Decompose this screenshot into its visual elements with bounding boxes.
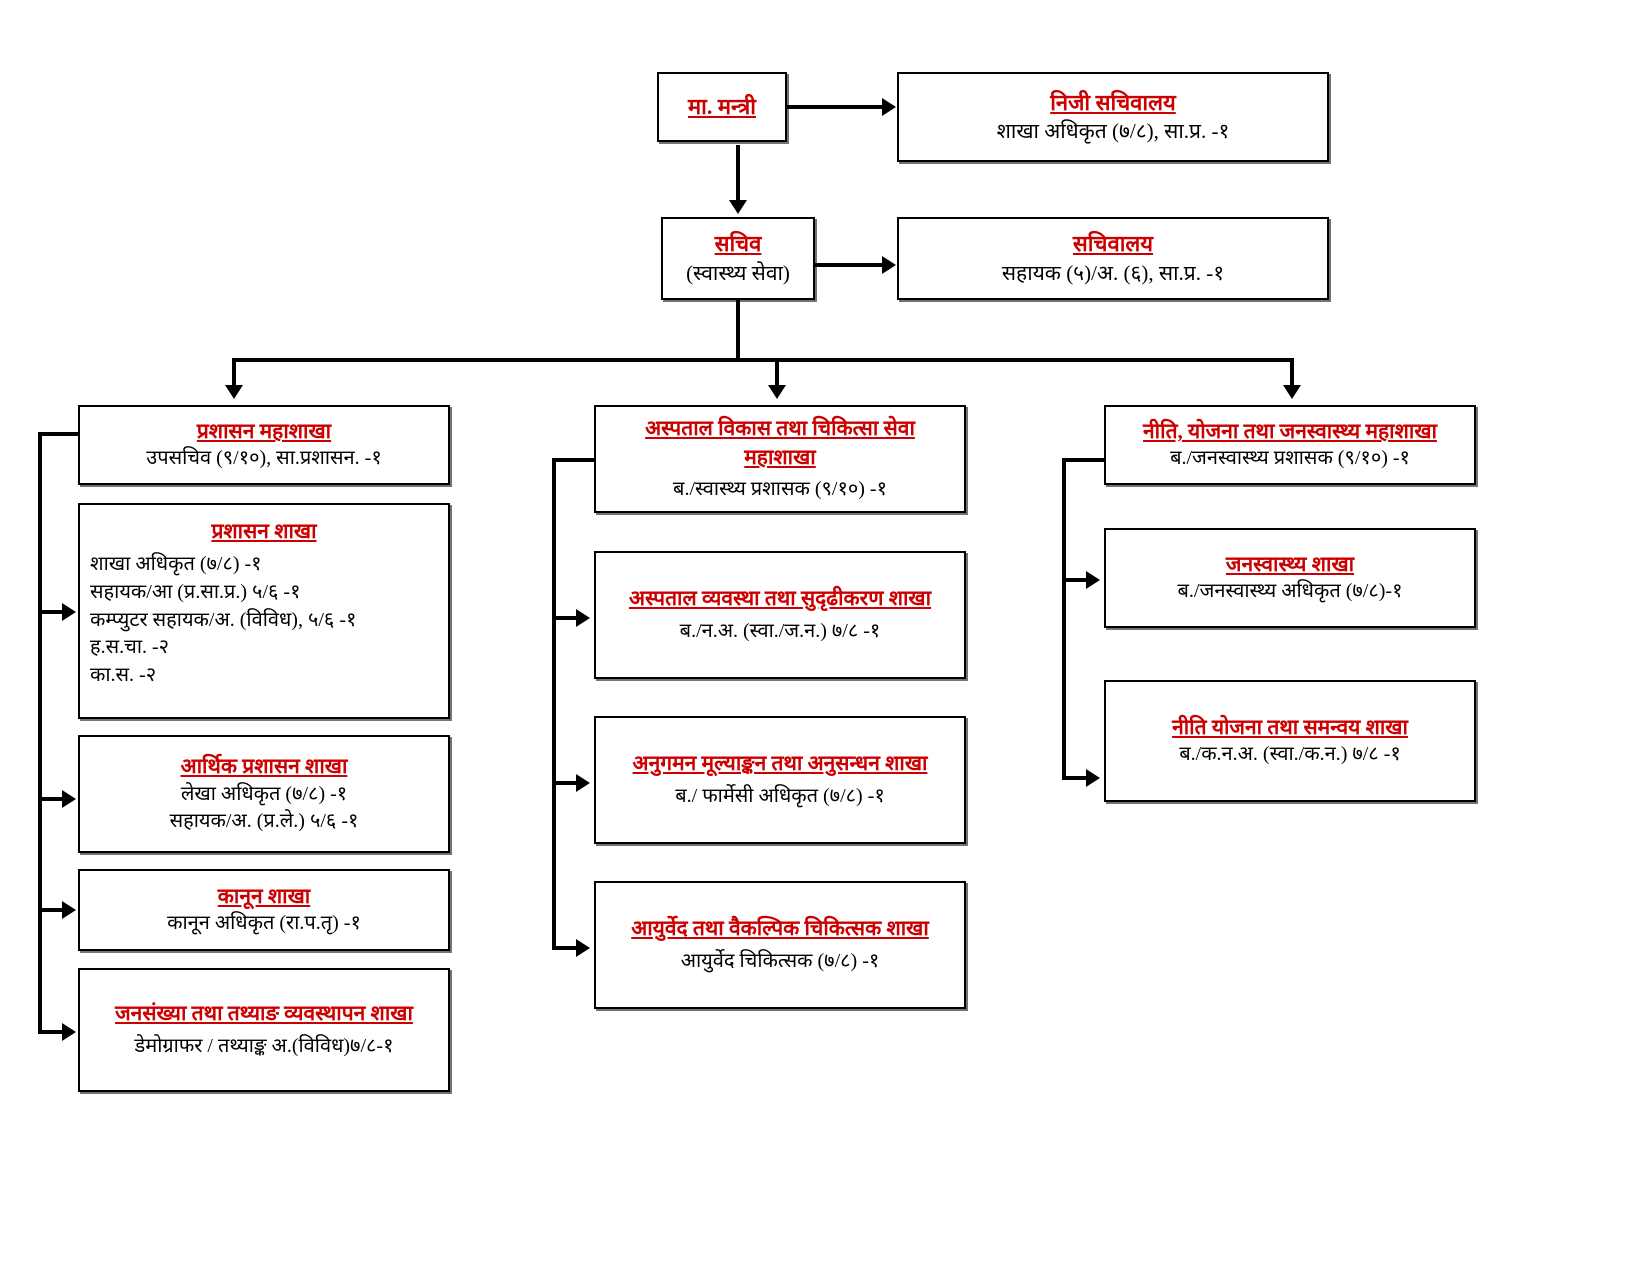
node-law-section-title: कानून शाखा	[217, 884, 311, 909]
node-admin-division[interactable]: प्रशासन महाशाखा उपसचिव (९/१०), सा.प्रशास…	[78, 405, 450, 485]
connector-bus-to-admin-section	[38, 610, 68, 614]
arrowhead-minister-to-private-secretariat	[882, 98, 896, 116]
node-minister[interactable]: मा. मन्त्री	[657, 72, 787, 142]
arrowhead-ayurveda-section	[576, 939, 590, 957]
connector-hospital-bus	[552, 458, 556, 950]
connector-minister-to-secretary	[736, 145, 740, 205]
connector-bus-to-population-section	[38, 1030, 68, 1034]
node-secretariat-title: सचिवालय	[1072, 231, 1154, 257]
node-hospital-division-line-0: ब./स्वास्थ्य प्रशासक (९/१०) -१	[673, 478, 887, 501]
node-monitoring-section-title: अनुगमन मूल्याङ्कन तथा अनुसन्धन शाखा	[632, 751, 928, 776]
node-private-secretariat-line-0: शाखा अधिकृत (७/८), सा.प्र. -१	[996, 119, 1230, 144]
arrowhead-monitoring-section	[576, 774, 590, 792]
connector-bus-to-hospital-mgmt	[552, 616, 580, 620]
node-admin-section-line-4: का.स. -२	[90, 663, 157, 686]
connector-secretary-trunk-down	[736, 300, 740, 362]
node-public-health-section[interactable]: जनस्वास्थ्य शाखा ब./जनस्वास्थ्य अधिकृत (…	[1104, 528, 1476, 628]
arrowhead-hospital-mgmt-section	[576, 609, 590, 627]
connector-trunk-to-admin-division	[232, 358, 236, 392]
node-ayurveda-section[interactable]: आयुर्वेद तथा वैकल्पिक चिकित्सक शाखा आयुर…	[594, 881, 966, 1009]
node-law-section-line-0: कानून अधिकृत (रा.प.तृ) -१	[167, 912, 361, 935]
arrowhead-admin-division	[225, 385, 243, 399]
arrowhead-public-health-section	[1086, 571, 1100, 589]
connector-policy-bus	[1062, 458, 1066, 780]
node-minister-title: मा. मन्त्री	[687, 94, 756, 120]
node-admin-section[interactable]: प्रशासन शाखा शाखा अधिकृत (७/८) -१ सहायक/…	[78, 503, 450, 719]
node-admin-section-line-1: सहायक/आ (प्र.सा.प्र.) ५/६ -१	[90, 580, 301, 603]
node-finance-admin-section-line-1: सहायक/अ. (प्र.ले.) ५/६ -१	[169, 810, 359, 833]
node-policy-division-title: नीति, योजना तथा जनस्वास्थ्य महाशाखा	[1143, 419, 1437, 444]
node-policy-division-line-0: ब./जनस्वास्थ्य प्रशासक (९/१०) -१	[1170, 447, 1410, 470]
connector-division-trunk	[232, 358, 1294, 362]
connector-bus-to-public-health	[1062, 578, 1090, 582]
node-secretary[interactable]: सचिव (स्वास्थ्य सेवा)	[661, 217, 815, 300]
node-finance-admin-section-title: आर्थिक प्रशासन शाखा	[180, 754, 348, 779]
node-ayurveda-section-title: आयुर्वेद तथा वैकल्पिक चिकित्सक शाखा	[631, 916, 929, 941]
connector-bus-to-finance-section	[38, 797, 68, 801]
node-admin-division-line-0: उपसचिव (९/१०), सा.प्रशासन. -१	[146, 447, 382, 470]
node-hospital-mgmt-section-line-0: ब./न.अ. (स्वा./ज.न.) ७/८ -१	[679, 620, 881, 643]
node-public-health-section-line-0: ब./जनस्वास्थ्य अधिकृत (७/८)-१	[1177, 580, 1403, 603]
arrowhead-law-section	[62, 901, 76, 919]
node-admin-division-title: प्रशासन महाशाखा	[196, 419, 332, 444]
arrowhead-policy-coordination-section	[1086, 769, 1100, 787]
node-population-data-section-line-0: डेमोग्राफर / तथ्याङ्क अ.(विविध)७/८-१	[134, 1035, 394, 1058]
arrowhead-minister-to-secretary	[729, 200, 747, 214]
node-monitoring-section[interactable]: अनुगमन मूल्याङ्कन तथा अनुसन्धन शाखा ब./ …	[594, 716, 966, 844]
node-hospital-mgmt-section[interactable]: अस्पताल व्यवस्था तथा सुदृढीकरण शाखा ब./न…	[594, 551, 966, 679]
node-secretary-line-0: (स्वास्थ्य सेवा)	[686, 260, 790, 285]
connector-trunk-to-hospital-division	[775, 358, 779, 392]
node-admin-section-line-3: ह.स.चा. -२	[90, 636, 170, 659]
node-monitoring-section-line-0: ब./ फार्मेसी अधिकृत (७/८) -१	[675, 785, 885, 808]
node-private-secretariat-title: निजी सचिवालय	[1050, 89, 1176, 115]
node-ayurveda-section-line-0: आयुर्वेद चिकित्सक (७/८) -१	[680, 950, 880, 973]
node-admin-section-title: प्रशासन शाखा	[211, 519, 317, 543]
arrowhead-admin-section	[62, 603, 76, 621]
node-hospital-division[interactable]: अस्पताल विकास तथा चिकित्सा सेवा महाशाखा …	[594, 405, 966, 513]
connector-bus-to-monitoring	[552, 781, 580, 785]
node-private-secretariat[interactable]: निजी सचिवालय शाखा अधिकृत (७/८), सा.प्र. …	[897, 72, 1329, 162]
node-hospital-mgmt-section-title: अस्पताल व्यवस्था तथा सुदृढीकरण शाखा	[628, 586, 932, 611]
node-population-data-section-title: जनसंख्या तथा तथ्याङ व्यवस्थापन शाखा	[115, 1001, 413, 1026]
node-law-section[interactable]: कानून शाखा कानून अधिकृत (रा.प.तृ) -१	[78, 869, 450, 951]
node-finance-admin-section[interactable]: आर्थिक प्रशासन शाखा लेखा अधिकृत (७/८) -१…	[78, 735, 450, 853]
arrowhead-hospital-division	[768, 385, 786, 399]
node-population-data-section[interactable]: जनसंख्या तथा तथ्याङ व्यवस्थापन शाखा डेमो…	[78, 968, 450, 1092]
node-admin-section-line-0: शाखा अधिकृत (७/८) -१	[90, 553, 262, 576]
arrowhead-secretary-to-secretariat	[882, 256, 896, 274]
connector-policy-division-stub	[1062, 458, 1104, 462]
node-admin-section-line-2: कम्प्युटर सहायक/अ. (विविध), ५/६ -१	[90, 608, 357, 631]
node-policy-division[interactable]: नीति, योजना तथा जनस्वास्थ्य महाशाखा ब./ज…	[1104, 405, 1476, 485]
connector-bus-to-policy-coordination	[1062, 776, 1090, 780]
node-policy-coordination-section-title: नीति योजना तथा समन्वय शाखा	[1172, 715, 1408, 740]
node-public-health-section-title: जनस्वास्थ्य शाखा	[1225, 552, 1355, 577]
connector-bus-to-ayurveda	[552, 946, 580, 950]
node-secretariat-line-0: सहायक (५)/अ. (६), सा.प्र. -१	[1001, 260, 1225, 285]
node-admin-section-lines: शाखा अधिकृत (७/८) -१ सहायक/आ (प्र.सा.प्र…	[90, 551, 438, 689]
connector-admin-division-stub	[38, 432, 80, 436]
node-secretary-title: सचिव	[714, 231, 762, 257]
connector-minister-to-private-secretariat	[786, 105, 884, 109]
node-hospital-division-title: अस्पताल विकास तथा चिकित्सा सेवा महाशाखा	[645, 416, 915, 469]
arrowhead-population-section	[62, 1023, 76, 1041]
arrowhead-finance-section	[62, 790, 76, 808]
connector-secretary-to-secretariat	[815, 263, 885, 267]
arrowhead-policy-division	[1283, 385, 1301, 399]
node-policy-coordination-section-line-0: ब./क.न.अ. (स्वा./क.न.) ७/८ -१	[1179, 743, 1401, 766]
connector-trunk-to-policy-division	[1290, 358, 1294, 392]
connector-bus-to-law-section	[38, 908, 68, 912]
connector-admin-bus	[38, 432, 42, 1034]
connector-hospital-division-stub	[552, 458, 594, 462]
node-policy-coordination-section[interactable]: नीति योजना तथा समन्वय शाखा ब./क.न.अ. (स्…	[1104, 680, 1476, 802]
node-finance-admin-section-line-0: लेखा अधिकृत (७/८) -१	[180, 782, 348, 805]
node-secretariat[interactable]: सचिवालय सहायक (५)/अ. (६), सा.प्र. -१	[897, 217, 1329, 300]
